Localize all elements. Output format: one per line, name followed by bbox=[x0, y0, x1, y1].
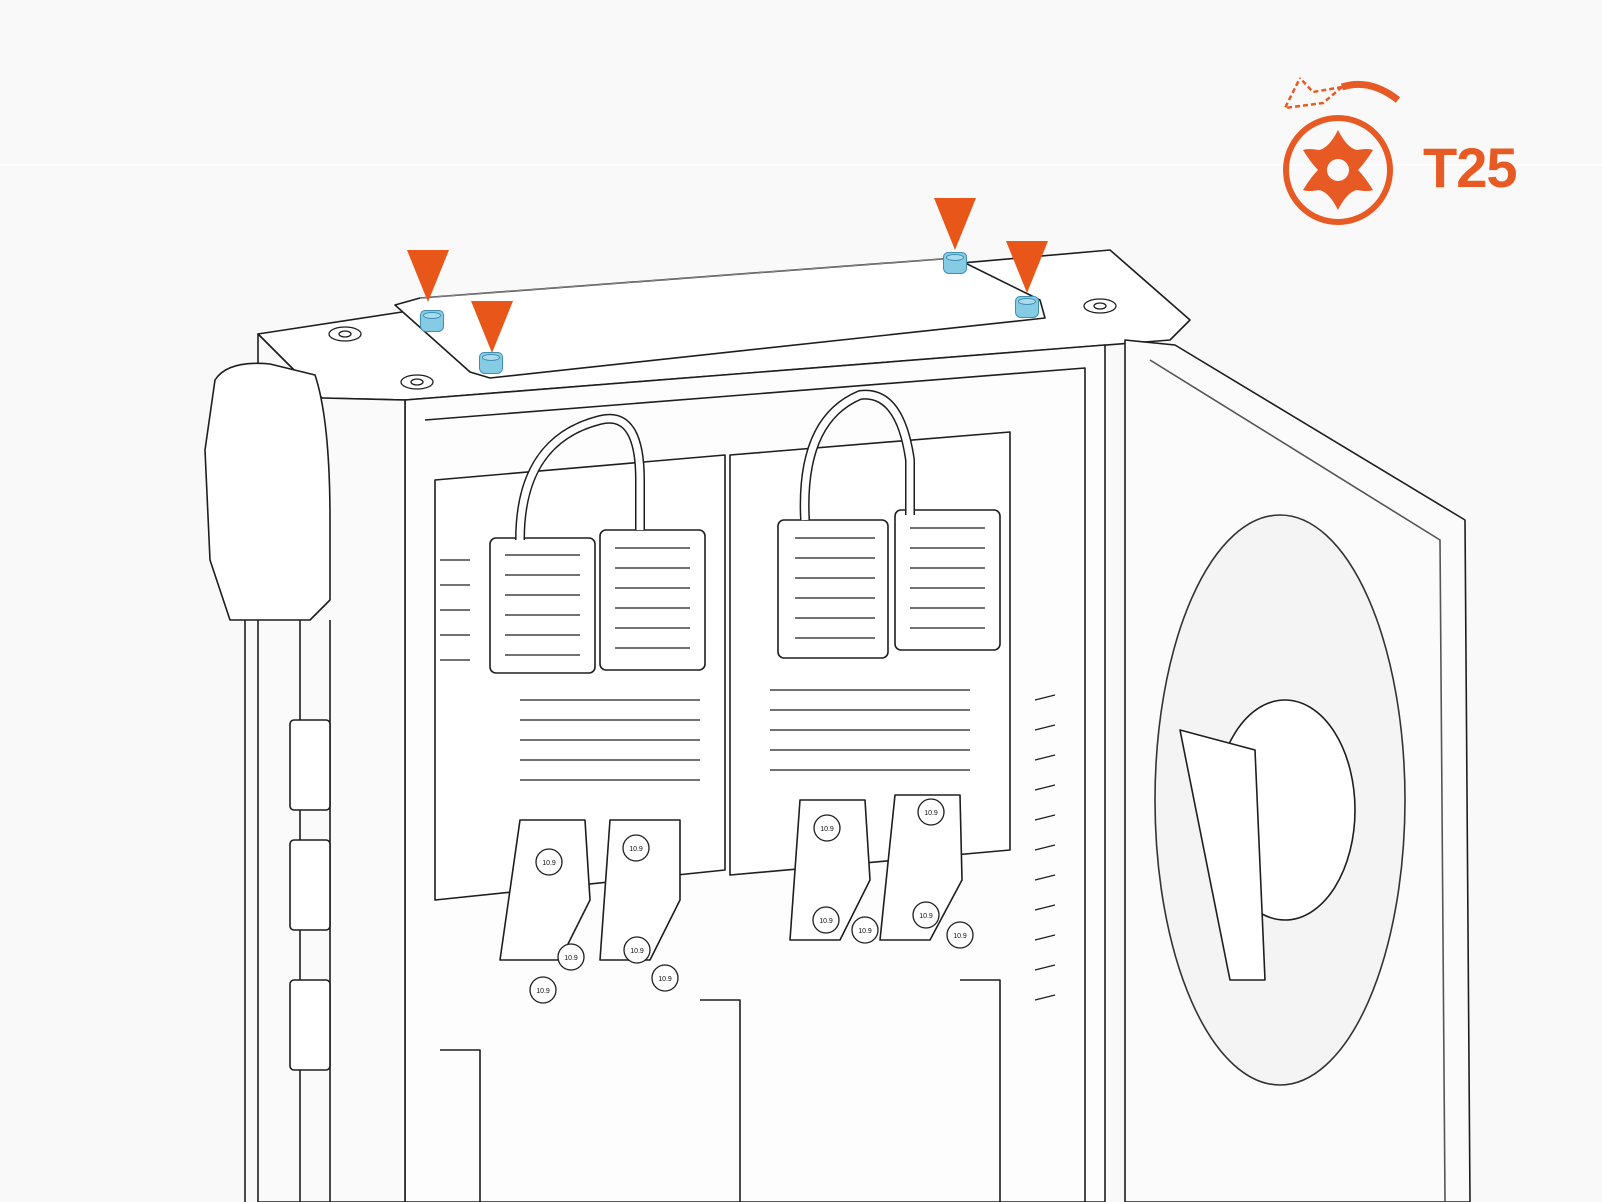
bolt-grade-label: 10.9 bbox=[536, 988, 550, 995]
bolt-grade-label: 10.9 bbox=[630, 948, 644, 955]
screw-highlight bbox=[1015, 296, 1039, 318]
bolt-grade-label: 10.9 bbox=[953, 933, 967, 940]
bolt-grade-label: 10.9 bbox=[658, 976, 672, 983]
screw-pointer-arrow bbox=[471, 301, 513, 353]
bolt-grade-label: 10.9 bbox=[820, 826, 834, 833]
tool-size-label: T25 bbox=[1423, 136, 1517, 199]
bolt-grade-label: 10.9 bbox=[919, 913, 933, 920]
bolt-grade-label: 10.9 bbox=[858, 928, 872, 935]
screw-highlight bbox=[943, 252, 967, 274]
bolt-grade-label: 10.9 bbox=[819, 918, 833, 925]
screw-highlight bbox=[420, 310, 444, 332]
torx-bit-icon bbox=[1283, 115, 1393, 225]
bolt-grade-label: 10.9 bbox=[629, 846, 643, 853]
rotate-counterclockwise-icon bbox=[1282, 77, 1401, 110]
bolt-grade-label: 10.9 bbox=[564, 955, 578, 962]
header-divider bbox=[0, 164, 1602, 166]
screw-pointer-arrow bbox=[407, 250, 449, 302]
bolt-grade-label: 10.9 bbox=[924, 810, 938, 817]
screw-pointer-arrow bbox=[1006, 241, 1048, 293]
tool-indicator bbox=[1280, 70, 1520, 230]
screw-pointer-arrow bbox=[934, 198, 976, 250]
screw-highlight bbox=[479, 352, 503, 374]
bolt-grade-label: 10.9 bbox=[542, 860, 556, 867]
cable-cover bbox=[204, 362, 331, 621]
